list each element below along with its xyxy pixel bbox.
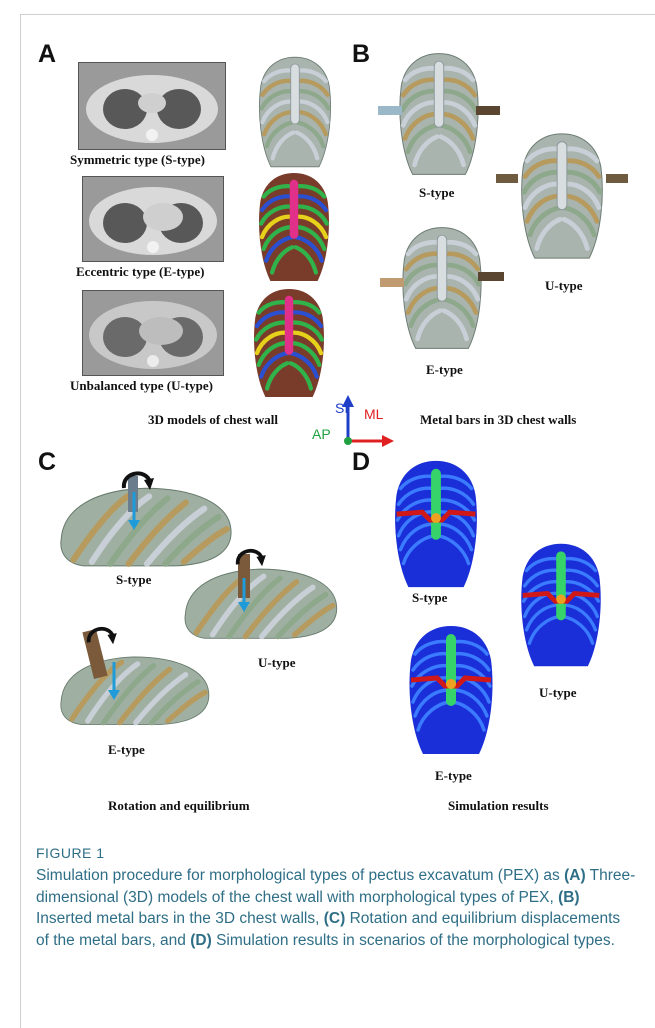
- simulation-result-s-type: [368, 455, 504, 593]
- panel-a-letter: A: [38, 40, 56, 69]
- panel-c-label-u: U-type: [258, 655, 296, 671]
- chest-bar-s-type: [378, 48, 500, 180]
- axis-label-ap: AP: [312, 426, 331, 442]
- chest-bar-u-type: [496, 128, 628, 264]
- panel-c-label-s: S-type: [116, 572, 151, 588]
- chest-model-e-type: [243, 168, 345, 286]
- simulation-result-e-type: [380, 620, 522, 760]
- axis-label-si: SI: [335, 400, 348, 416]
- axis-label-ml: ML: [364, 406, 383, 422]
- panel-a-footer: 3D models of chest wall: [148, 412, 278, 428]
- caption-text-3: Inserted metal bars in the 3D chest wall…: [36, 910, 324, 927]
- caption-ref-a: (A): [564, 867, 586, 884]
- panel-d-label-u: U-type: [539, 685, 577, 701]
- label-u-type-full: Unbalanced type (U-type): [70, 378, 213, 394]
- caption-text-5: Simulation results in scenarios of the m…: [212, 932, 615, 949]
- caption-text-1: Simulation procedure for morphological t…: [36, 867, 564, 884]
- panel-d-label-e: E-type: [435, 768, 472, 784]
- label-e-type-full: Eccentric type (E-type): [76, 264, 205, 280]
- panel-c-footer: Rotation and equilibrium: [108, 798, 250, 814]
- panel-b-label-u: U-type: [545, 278, 583, 294]
- panel-b-label-s: S-type: [419, 185, 454, 201]
- caption-ref-b: (B): [558, 889, 580, 906]
- caption-ref-d: (D): [190, 932, 212, 949]
- caption-ref-c: (C): [324, 910, 346, 927]
- ct-scan-u-type: [82, 290, 224, 376]
- panel-b-letter: B: [352, 40, 370, 69]
- chest-model-s-type: [243, 52, 347, 172]
- ct-scan-e-type: [82, 176, 224, 262]
- figure-caption-body: Simulation procedure for morphological t…: [36, 865, 636, 951]
- panel-d-label-s: S-type: [412, 590, 447, 606]
- chest-model-u-type: [233, 284, 345, 402]
- panel-d-footer: Simulation results: [448, 798, 549, 814]
- panel-b-label-e: E-type: [426, 362, 463, 378]
- rotation-model-e-type: [54, 620, 214, 736]
- ct-scan-s-type: [78, 62, 226, 150]
- chest-bar-e-type: [380, 222, 504, 354]
- figure-caption-heading: FIGURE 1: [36, 845, 105, 861]
- panel-b-footer: Metal bars in 3D chest walls: [420, 412, 576, 428]
- figure-left-rule: [20, 14, 21, 1028]
- label-s-type-full: Symmetric type (S-type): [70, 152, 205, 168]
- panel-c-label-e: E-type: [108, 742, 145, 758]
- figure-top-rule: [20, 14, 655, 15]
